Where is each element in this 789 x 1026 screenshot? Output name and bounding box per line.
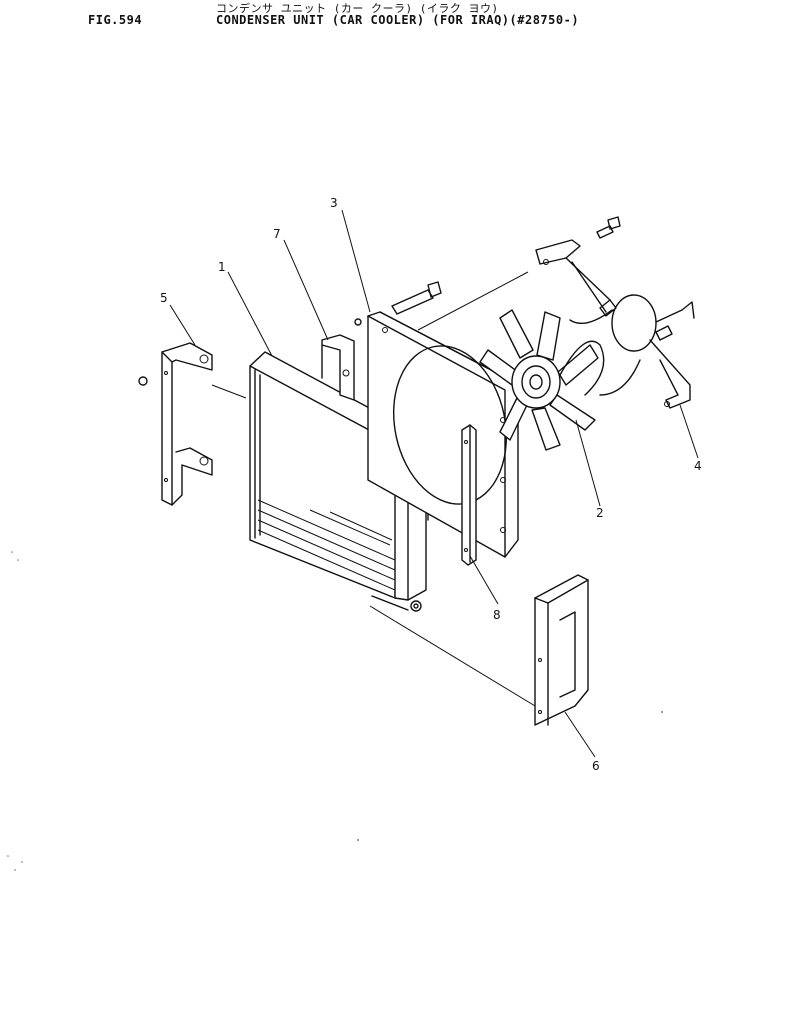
callout-8: 8 (493, 608, 501, 622)
part-8-vertical-bracket[interactable] (461, 424, 477, 566)
scan-specks (7, 551, 663, 871)
callout-3: 3 (330, 196, 338, 210)
callout-2: 2 (596, 506, 604, 520)
callout-6: 6 (592, 759, 600, 773)
part-6-lower-bracket[interactable] (534, 574, 589, 726)
part-2-cooling-fan[interactable] (479, 309, 605, 451)
part-7-small-bracket[interactable] (321, 334, 355, 401)
callout-1: 1 (218, 260, 226, 274)
bolt-small (596, 216, 621, 239)
bolt (391, 281, 442, 315)
part-5-left-bracket[interactable] (138, 342, 213, 506)
part-4-motor-mount-band[interactable] (535, 239, 695, 409)
figure-number: FIG.594 (88, 13, 143, 27)
callout-leaders (169, 209, 699, 758)
callout-5: 5 (160, 291, 168, 305)
callout-4: 4 (694, 459, 702, 473)
title-katakana: コンデンサ ユニット (カー クーラ) (イラク ヨウ) (216, 2, 499, 15)
part-3-fan-shroud[interactable] (354, 311, 520, 558)
callout-7: 7 (273, 227, 281, 241)
figure-title: CONDENSER UNIT (CAR COOLER) (FOR IRAQ)(#… (216, 13, 580, 27)
